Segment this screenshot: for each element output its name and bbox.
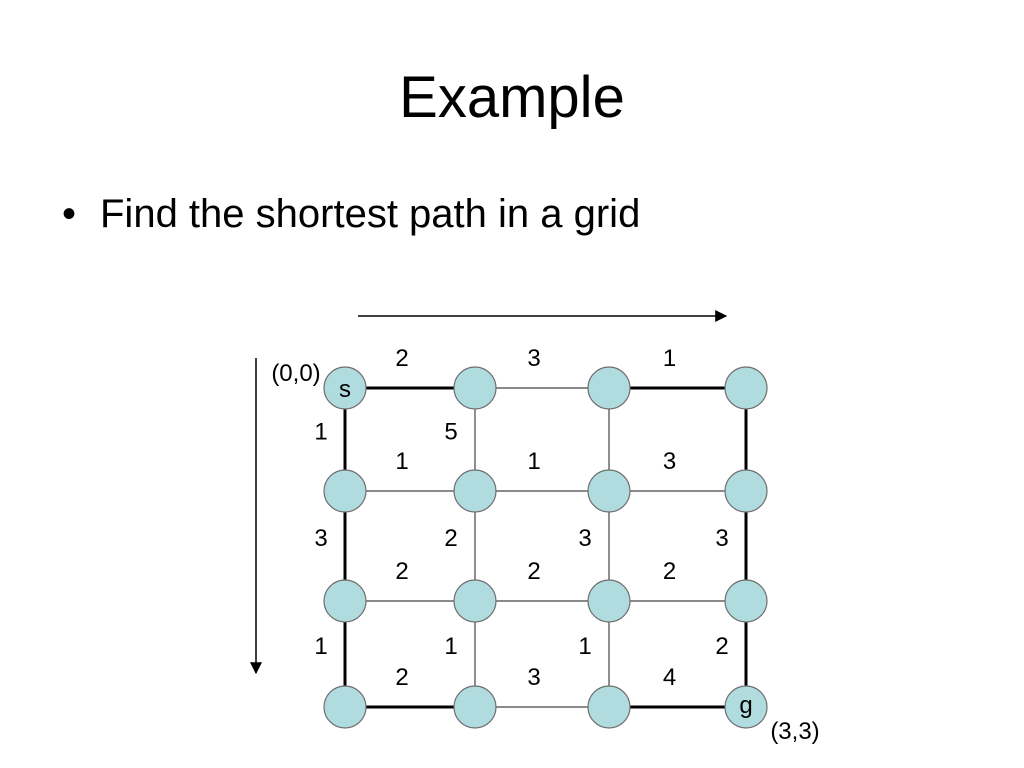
weight-h-3-0: 2 <box>395 664 408 691</box>
weight-h-1-0: 1 <box>395 448 408 475</box>
weight-v-1-2: 3 <box>578 525 591 552</box>
weight-h-0-1: 3 <box>527 345 540 372</box>
grid-node-1-3 <box>724 469 768 513</box>
bullet-item: • Find the shortest path in a grid <box>62 188 640 240</box>
grid-nodes: sg <box>323 366 768 729</box>
edge-weights: 2 3 1 1 1 3 2 2 2 2 3 4 1 5 3 2 3 3 1 1 1 2 <box>314 345 728 691</box>
bullet-dot: • <box>62 192 77 236</box>
grid-node-1-0 <box>323 469 367 513</box>
weight-h-1-1: 1 <box>527 448 540 475</box>
weight-h-1-2: 3 <box>663 448 676 475</box>
weight-v-0-1: 5 <box>444 419 457 446</box>
weight-h-0-0: 2 <box>395 345 408 372</box>
grid-node-2-1 <box>453 579 497 623</box>
grid-node-2-0 <box>323 579 367 623</box>
weight-h-3-2: 4 <box>663 664 676 691</box>
grid-node-2-3 <box>724 579 768 623</box>
grid-node-2-2 <box>587 579 631 623</box>
end-label: (3,3) <box>770 718 819 745</box>
grid-node-3-2 <box>587 685 631 729</box>
weight-v-1-3: 3 <box>715 525 728 552</box>
origin-label: (0,0) <box>271 360 320 387</box>
weight-v-2-3: 2 <box>715 633 728 660</box>
grid-node-0-1 <box>453 366 497 410</box>
grid-node-3-0 <box>323 685 367 729</box>
bullet-text: Find the shortest path in a grid <box>100 192 641 236</box>
goal-node-label: g <box>739 692 752 719</box>
start-node-label: s <box>339 376 351 403</box>
grid-node-3-3 <box>724 685 768 729</box>
grid-node-1-2 <box>587 469 631 513</box>
weight-h-0-2: 1 <box>663 345 676 372</box>
weight-v-1-1: 2 <box>444 525 457 552</box>
grid-node-0-2 <box>587 366 631 410</box>
weight-v-2-2: 1 <box>578 633 591 660</box>
grid-node-3-1 <box>453 685 497 729</box>
weight-v-1-0: 3 <box>314 525 327 552</box>
grid-node-1-1 <box>453 469 497 513</box>
grid-edges <box>343 386 748 709</box>
slide-title: Example <box>399 65 625 130</box>
weight-h-3-1: 3 <box>527 664 540 691</box>
weight-h-2-2: 2 <box>663 558 676 585</box>
weight-h-2-0: 2 <box>395 558 408 585</box>
weight-v-2-0: 1 <box>314 633 327 660</box>
weight-h-2-1: 2 <box>527 558 540 585</box>
grid-node-0-0 <box>323 366 367 410</box>
weight-v-2-1: 1 <box>444 633 457 660</box>
weight-v-0-0: 1 <box>314 419 327 446</box>
grid-node-0-3 <box>724 366 768 410</box>
